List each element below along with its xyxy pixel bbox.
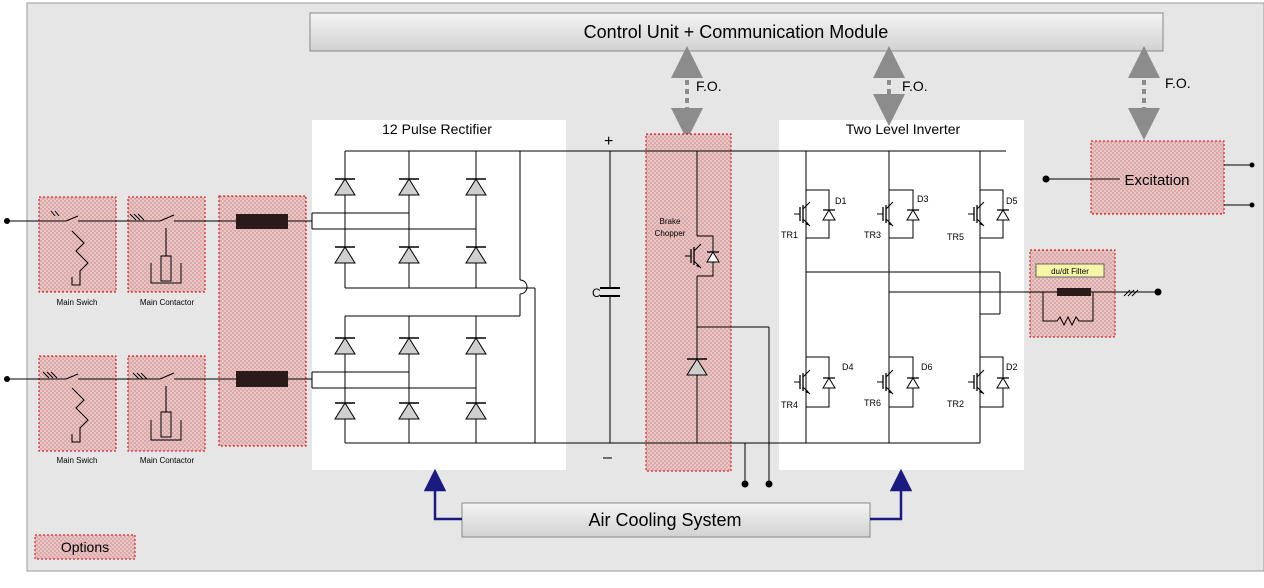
d4-label: D4 xyxy=(842,362,854,372)
options-legend-box xyxy=(34,534,136,560)
d2-label: D2 xyxy=(1006,362,1018,372)
excitation-terminal-1 xyxy=(1249,162,1255,168)
fo-label-2: F.O. xyxy=(902,78,928,94)
excitation-terminal-2 xyxy=(1249,202,1255,208)
main-contactor-top-label: Main Contactor xyxy=(140,298,195,307)
rectifier-title: 12 Pulse Rectifier xyxy=(382,121,492,137)
brake-chopper-option xyxy=(645,133,732,472)
inductor-bottom xyxy=(236,371,288,387)
main-switch-top-option xyxy=(38,196,117,293)
filter-inductor xyxy=(1057,288,1091,296)
input-terminal-top xyxy=(4,218,10,224)
main-switch-bottom-label: Main Swich xyxy=(57,456,98,465)
capacitor-label: C xyxy=(592,286,601,300)
tr3-label: TR3 xyxy=(864,230,881,240)
output-terminal xyxy=(1154,288,1162,296)
minus-label: – xyxy=(603,449,612,466)
input-reactor-option xyxy=(218,195,307,447)
main-switch-top-label: Main Swich xyxy=(57,298,98,307)
filter-damping-resistor xyxy=(1042,289,1139,327)
tr4-label: TR4 xyxy=(781,400,798,410)
excitation-input-terminal xyxy=(1042,175,1050,183)
main-switch-bottom-option xyxy=(38,355,117,452)
control-unit-box xyxy=(309,12,1164,52)
inductor-top xyxy=(236,214,288,229)
d1-label: D1 xyxy=(835,196,847,206)
terminal-a xyxy=(741,480,749,488)
d6-label: D6 xyxy=(921,362,933,372)
fo-label-1: F.O. xyxy=(696,78,722,94)
fo-label-3: F.O. xyxy=(1165,75,1191,91)
inverter-panel xyxy=(779,120,1024,470)
input-line-top xyxy=(7,210,312,286)
dudt-filter-label: du/dt Filter xyxy=(1051,267,1089,276)
d3-label: D3 xyxy=(917,194,929,204)
brake-chopper-label-2: Chopper xyxy=(655,229,686,238)
input-terminal-bottom xyxy=(4,376,10,382)
air-cooling-label: Air Cooling System xyxy=(588,510,741,530)
options-legend-label: Options xyxy=(61,539,109,555)
tr2-label: TR2 xyxy=(947,399,964,409)
tr1-label: TR1 xyxy=(781,230,798,240)
main-contactor-bottom-label: Main Contactor xyxy=(140,456,195,465)
terminal-b xyxy=(765,480,773,488)
excitation-label: Excitation xyxy=(1124,172,1189,189)
tr6-label: TR6 xyxy=(864,398,881,408)
air-cooling-box xyxy=(461,502,871,538)
cooling-arrow-rectifier xyxy=(423,468,462,521)
tr5-label: TR5 xyxy=(947,232,964,242)
cooling-arrow-inverter xyxy=(870,468,913,521)
dudt-filter-tag xyxy=(1035,263,1105,278)
inverter-title: Two Level Inverter xyxy=(846,121,961,137)
brake-chopper-label-1: Brake xyxy=(660,217,681,226)
input-line-bottom xyxy=(7,371,312,443)
control-unit-label: Control Unit + Communication Module xyxy=(584,22,889,42)
rectifier-wiring xyxy=(311,150,1006,444)
d5-label: D5 xyxy=(1006,196,1018,206)
plus-label: + xyxy=(604,133,613,150)
dc-link-capacitor xyxy=(600,151,620,443)
excitation-option xyxy=(1090,140,1225,215)
